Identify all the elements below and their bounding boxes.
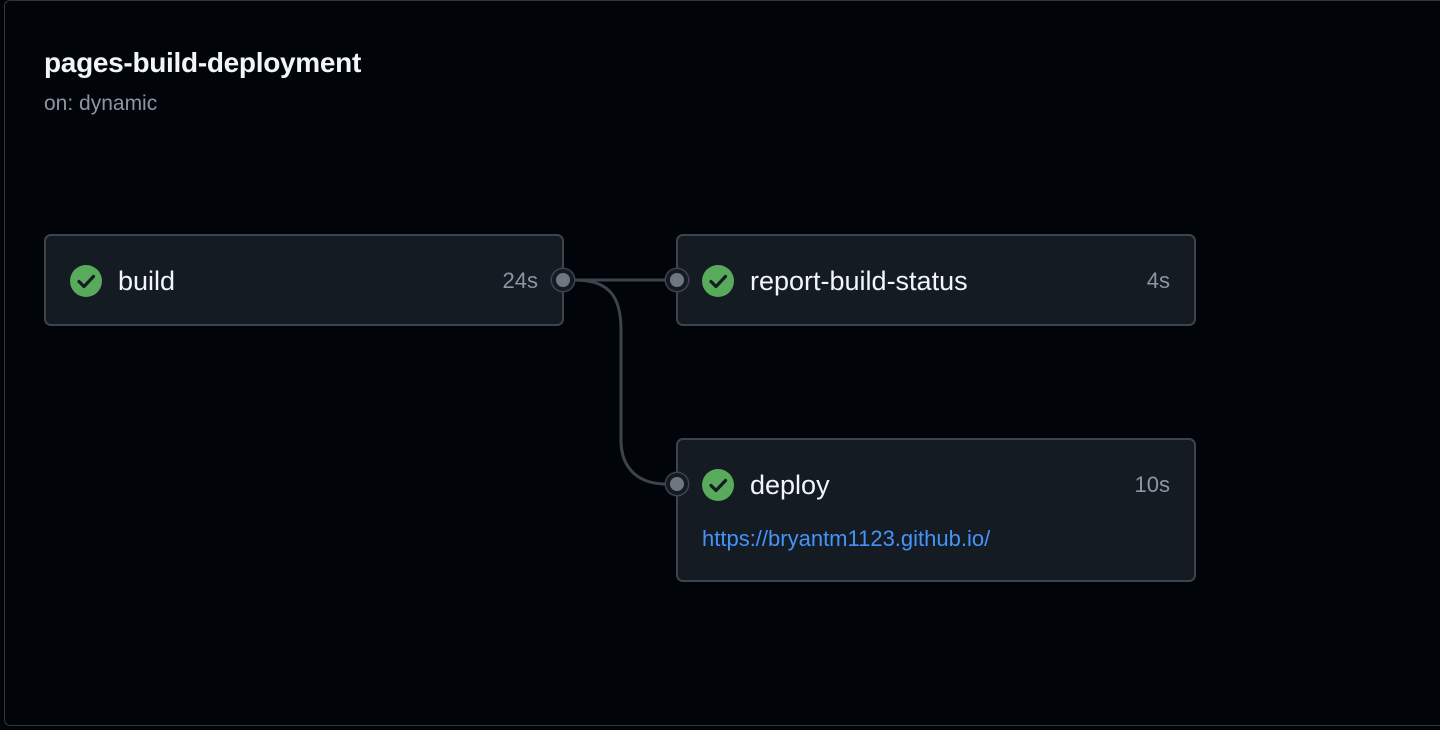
job-name: deploy	[750, 469, 830, 500]
deployment-url-link[interactable]: https://bryantm1123.github.io/	[702, 526, 991, 551]
job-build[interactable]: build 24s	[44, 234, 564, 326]
job-name: report-build-status	[750, 265, 968, 296]
job-report-build-status[interactable]: report-build-status 4s	[676, 234, 1196, 326]
job-duration: 4s	[1146, 268, 1170, 293]
workflow-trigger: on: dynamic	[44, 92, 158, 115]
report-input-node	[666, 269, 688, 291]
job-duration: 24s	[502, 268, 538, 293]
deploy-input-node	[666, 473, 688, 495]
job-duration: 10s	[1134, 472, 1170, 497]
workflow-graph-panel	[4, 0, 1440, 726]
workflow-title: pages-build-deployment	[44, 47, 361, 78]
job-deploy[interactable]: deploy 10s https://bryantm1123.github.io…	[676, 438, 1196, 582]
job-name: build	[118, 265, 176, 296]
check-circle-icon	[702, 469, 734, 501]
build-output-node	[552, 269, 574, 291]
check-circle-icon	[702, 265, 734, 297]
check-circle-icon	[70, 265, 102, 297]
